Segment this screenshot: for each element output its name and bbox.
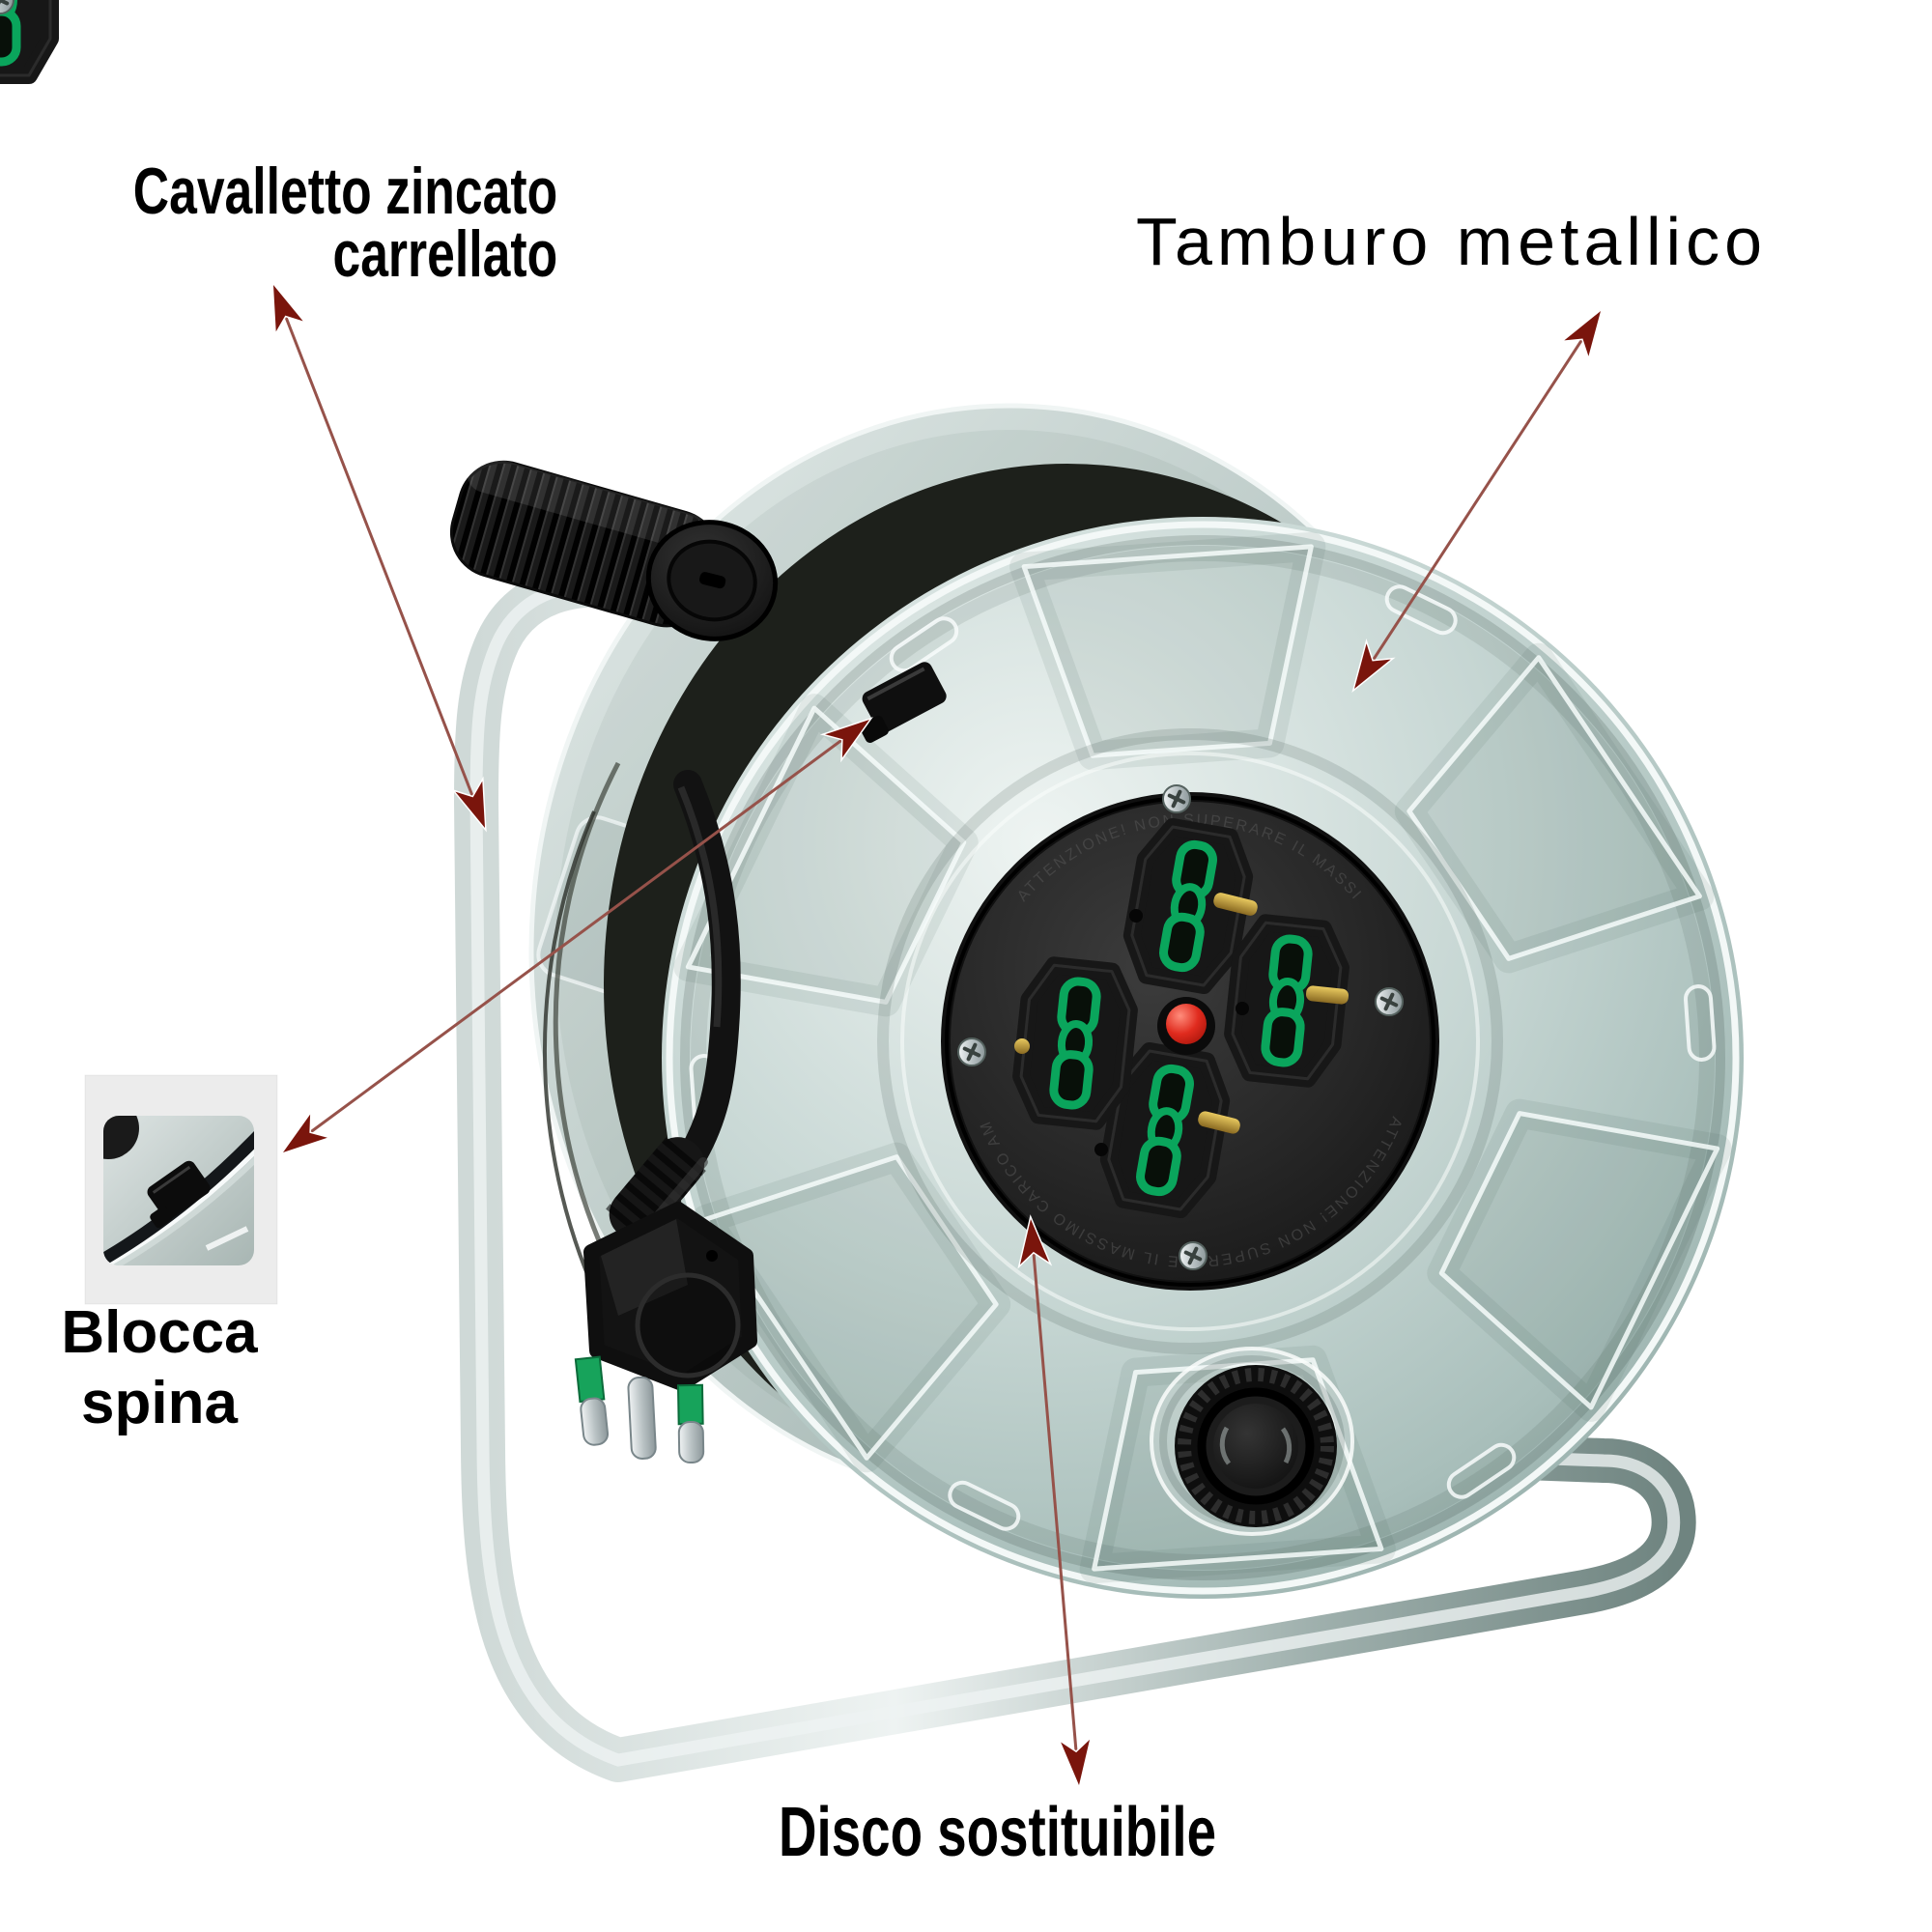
handle-end-cap (645, 520, 779, 641)
inset-photo (84, 1074, 278, 1305)
brass-contacts (1014, 893, 1350, 1156)
label-cavalletto: Cavalletto zincato carrellato (132, 155, 557, 292)
red-center-button (1166, 1004, 1207, 1044)
label-blocca-line1: Blocca (61, 1299, 258, 1366)
label-disco: Disco sostituibile (779, 1794, 1217, 1871)
handle (449, 455, 779, 641)
plug-pins (574, 1355, 705, 1464)
italian-plug (574, 1202, 757, 1464)
inset-clip-detail (147, 1160, 211, 1229)
breaker-knob (1150, 1347, 1354, 1536)
label-blocca-line2: spina (81, 1369, 238, 1436)
label-tamburo: Tamburo metallico (1136, 204, 1767, 279)
label-cavalletto-line1: Cavalletto zincato (132, 155, 557, 228)
label-cavalletto-line2: carrellato (332, 217, 557, 292)
stand-frame (454, 562, 1696, 1782)
label-blocca-spina: Blocca spina (29, 1298, 290, 1438)
socket-left (1017, 963, 1133, 1123)
disc-screws (0, 0, 1405, 1271)
